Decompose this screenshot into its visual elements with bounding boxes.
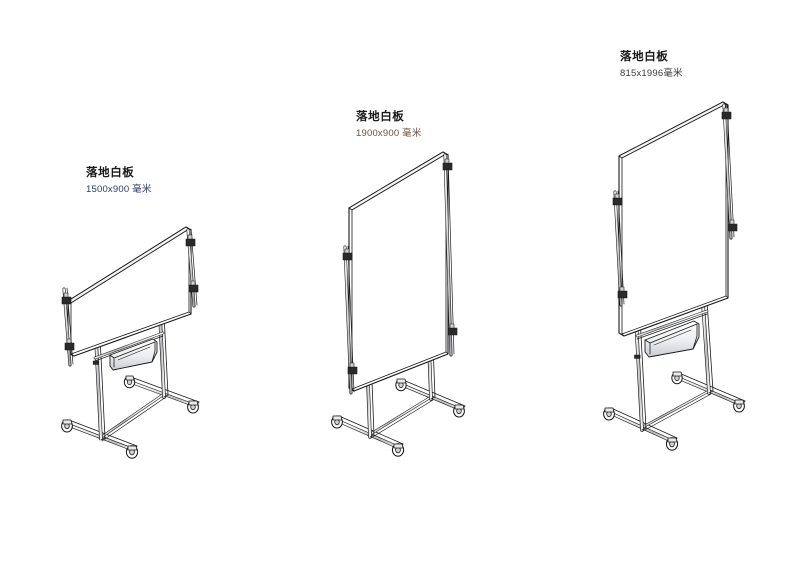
rail-clamp-icon xyxy=(188,280,199,293)
caster-wheel xyxy=(665,437,679,451)
side-rail-left xyxy=(342,245,358,395)
rail-clamp-icon xyxy=(342,248,353,261)
product-title: 落地白板 xyxy=(620,51,669,63)
product-subtitle: 1500x900 毫米 xyxy=(86,184,152,195)
whiteboard-unit-1500x900 xyxy=(61,226,200,459)
rail-clamp-icon xyxy=(721,107,732,120)
caster-wheel xyxy=(395,378,407,392)
rail-clamp-icon xyxy=(617,286,628,299)
rail-clamp-icon xyxy=(61,292,72,305)
product-title: 落地白板 xyxy=(86,167,135,179)
pen-tray xyxy=(109,338,158,371)
rail-clamp-icon xyxy=(727,219,738,232)
cross-beam-upper xyxy=(635,309,709,340)
caster-wheel xyxy=(187,400,199,414)
whiteboard-unit-815x1996 xyxy=(603,101,746,451)
product-subtitle: 1900x900 毫米 xyxy=(356,128,422,139)
side-rail-right xyxy=(721,103,738,240)
rail-clamp-icon xyxy=(185,234,196,247)
caster-wheel xyxy=(671,371,683,385)
product-label-1900x900: 落地白板 1900x900 毫米 xyxy=(356,110,422,141)
rail-clamp-icon xyxy=(447,323,458,336)
side-rail-left xyxy=(61,287,75,367)
pen-tray xyxy=(644,320,700,358)
whiteboard-unit-1900x900 xyxy=(331,151,466,457)
caster-wheel xyxy=(733,399,745,413)
caster-wheel xyxy=(391,443,405,457)
product-label-1500x900: 落地白板 1500x900 毫米 xyxy=(86,166,152,197)
cross-beam-lower xyxy=(639,389,712,432)
side-rail-right xyxy=(185,228,199,308)
board-panel xyxy=(348,151,449,392)
product-title: 落地白板 xyxy=(356,111,405,123)
product-subtitle: 815x1996毫米 xyxy=(620,68,683,79)
caster-wheel xyxy=(603,407,615,421)
caster-wheel xyxy=(453,404,465,418)
caster-wheel xyxy=(331,415,343,429)
product-label-815x1996: 落地白板 815x1996毫米 xyxy=(620,50,683,81)
rail-clamp-icon xyxy=(442,158,453,171)
rail-clamp-icon xyxy=(612,193,623,206)
side-rail-right xyxy=(442,153,458,357)
board-panel xyxy=(618,101,729,337)
rail-clamp-icon xyxy=(347,362,358,375)
cross-beam-lower xyxy=(367,395,434,439)
rail-clamp-icon xyxy=(64,338,75,351)
side-rail-left xyxy=(612,190,628,307)
caster-wheel xyxy=(123,375,136,389)
board-panel xyxy=(67,226,192,357)
caster-wheel xyxy=(125,445,139,459)
caster-wheel xyxy=(61,419,73,433)
cross-beam-lower xyxy=(98,392,167,442)
